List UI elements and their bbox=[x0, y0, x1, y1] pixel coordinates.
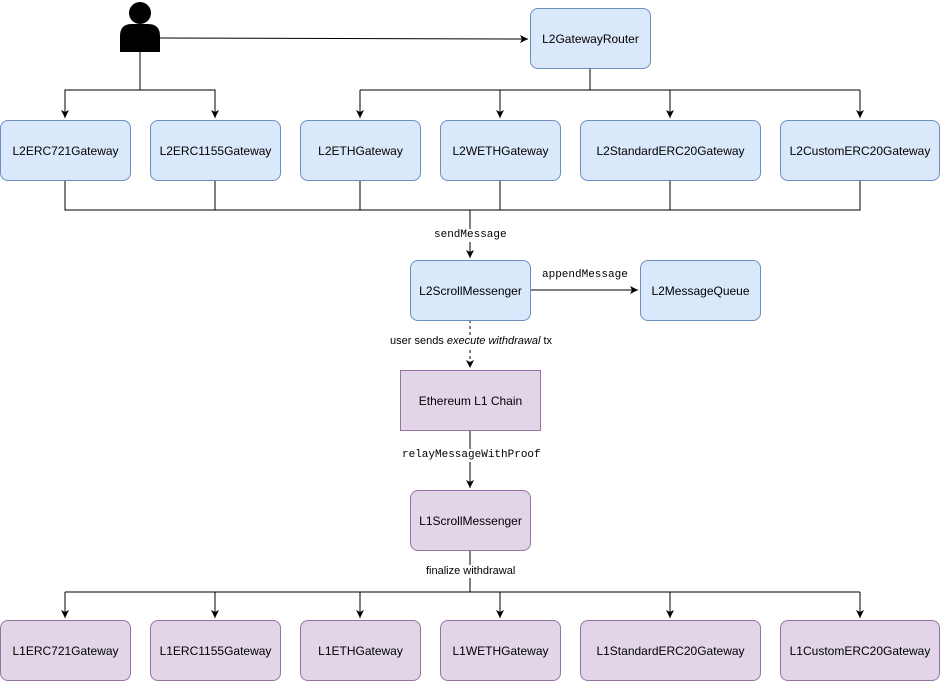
l1-weth-gateway-label: L1WETHGateway bbox=[452, 643, 549, 658]
append-message-label: appendMessage bbox=[541, 269, 629, 282]
l1-standard-erc20-gateway[interactable]: L1StandardERC20Gateway bbox=[580, 620, 761, 681]
user-sends-prefix: user sends bbox=[390, 335, 447, 347]
l2-gateway-router[interactable]: L2GatewayRouter bbox=[530, 8, 651, 69]
l2-weth-gateway[interactable]: L2WETHGateway bbox=[440, 120, 561, 181]
l2-erc1155-gateway[interactable]: L2ERC1155Gateway bbox=[150, 120, 281, 181]
l2-erc721-gateway[interactable]: L2ERC721Gateway bbox=[0, 120, 131, 181]
l1-eth-gateway[interactable]: L1ETHGateway bbox=[300, 620, 421, 681]
l2-gateway-router-label: L2GatewayRouter bbox=[542, 31, 639, 46]
l1-custom-erc20-gateway-label: L1CustomERC20Gateway bbox=[789, 643, 931, 658]
l1-scroll-messenger-label: L1ScrollMessenger bbox=[419, 513, 522, 528]
l2-custom-erc20-gateway-label: L2CustomERC20Gateway bbox=[789, 143, 931, 158]
l2-eth-gateway-label: L2ETHGateway bbox=[318, 143, 403, 158]
l2-message-queue[interactable]: L2MessageQueue bbox=[640, 260, 761, 321]
user-to-l2-erc721-arrow bbox=[61, 52, 141, 118]
l2-scroll-messenger[interactable]: L2ScrollMessenger bbox=[410, 260, 531, 321]
l1-erc721-gateway[interactable]: L1ERC721Gateway bbox=[0, 620, 131, 681]
ethereum-l1-chain-label: Ethereum L1 Chain bbox=[418, 393, 523, 408]
user-to-router-arrow bbox=[159, 34, 529, 43]
l2-standard-erc20-gateway[interactable]: L2StandardERC20Gateway bbox=[580, 120, 761, 181]
user-to-l2-erc1155-arrow bbox=[140, 89, 219, 118]
finalize-withdrawal-label: finalize withdrawal bbox=[425, 565, 517, 578]
l1-erc1155-gateway[interactable]: L1ERC1155Gateway bbox=[150, 620, 281, 681]
l2-erc1155-gateway-label: L2ERC1155Gateway bbox=[159, 143, 272, 158]
user-sends-tx-label: user sends execute withdrawal tx bbox=[389, 335, 554, 348]
relay-label: relayMessageWithProof bbox=[401, 449, 542, 462]
user-icon bbox=[120, 2, 160, 52]
l1-custom-erc20-gateway[interactable]: L1CustomERC20Gateway bbox=[780, 620, 940, 681]
l2-eth-gateway[interactable]: L2ETHGateway bbox=[300, 120, 421, 181]
l1-erc1155-gateway-label: L1ERC1155Gateway bbox=[159, 643, 272, 658]
l1-erc721-gateway-label: L1ERC721Gateway bbox=[12, 643, 119, 658]
ethereum-l1-chain[interactable]: Ethereum L1 Chain bbox=[400, 370, 541, 431]
l2-standard-erc20-gateway-label: L2StandardERC20Gateway bbox=[596, 143, 745, 158]
l1-standard-erc20-gateway-label: L1StandardERC20Gateway bbox=[596, 643, 745, 658]
l1-eth-gateway-label: L1ETHGateway bbox=[318, 643, 403, 658]
l2-gateways-bus bbox=[64, 180, 861, 211]
l2-weth-gateway-label: L2WETHGateway bbox=[452, 143, 549, 158]
send-message-label: sendMessage bbox=[433, 229, 508, 242]
user-sends-italic: execute withdrawal bbox=[446, 335, 541, 347]
l2-erc721-gateway-label: L2ERC721Gateway bbox=[12, 143, 119, 158]
user-sends-suffix: tx bbox=[540, 335, 553, 347]
l1-weth-gateway[interactable]: L1WETHGateway bbox=[440, 620, 561, 681]
l2-message-queue-label: L2MessageQueue bbox=[651, 283, 750, 298]
l2-custom-erc20-gateway[interactable]: L2CustomERC20Gateway bbox=[780, 120, 940, 181]
l2-scroll-messenger-label: L2ScrollMessenger bbox=[419, 283, 522, 298]
l1-scroll-messenger[interactable]: L1ScrollMessenger bbox=[410, 490, 531, 551]
